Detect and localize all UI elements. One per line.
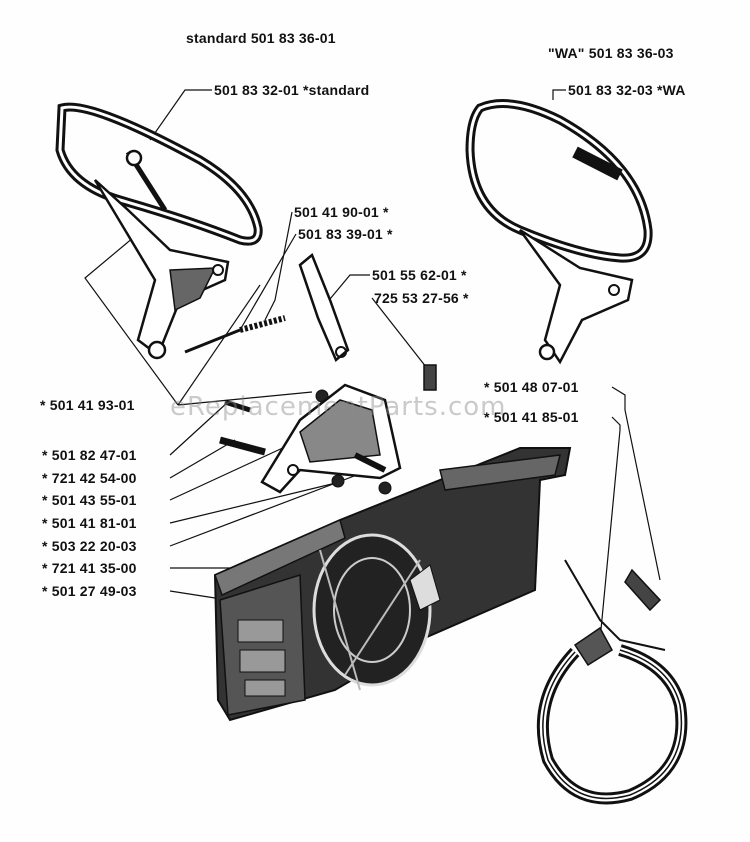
handguard-standard <box>55 102 286 360</box>
leader-501419301-b <box>177 284 261 406</box>
brake-band <box>536 559 688 805</box>
leader-501556201 <box>324 274 370 306</box>
label-501274903: * 501 27 49-03 <box>42 583 137 599</box>
label-503222003: * 503 22 20-03 <box>42 538 137 554</box>
leader-501418101 <box>169 481 341 524</box>
label-501833901: 501 83 39-01 * <box>298 226 393 242</box>
leader-501418501 <box>599 416 621 641</box>
label-handguard-standard: 501 83 32-01 *standard <box>214 82 370 98</box>
clutch-cover <box>213 447 572 722</box>
label-501419001: 501 41 90-01 * <box>294 204 389 220</box>
assembly-title-standard: standard 501 83 36-01 <box>186 30 336 46</box>
brake-lever <box>260 383 402 494</box>
label-501556201: 501 55 62-01 * <box>372 267 467 283</box>
label-handguard-wa: 501 83 32-03 *WA <box>568 82 686 98</box>
handguard-wa <box>465 99 653 365</box>
label-501419301: * 501 41 93-01 <box>40 397 135 413</box>
label-721413500: * 721 41 35-00 <box>42 560 137 576</box>
label-501435501: * 501 43 55-01 <box>42 492 137 508</box>
leader-501480701 <box>611 386 661 581</box>
watermark: eReplacementParts.com <box>170 392 507 422</box>
leader-handguard-wa <box>552 89 566 100</box>
leader-501274903 <box>169 590 216 599</box>
lever-parts <box>219 252 437 495</box>
label-721425400: * 721 42 54-00 <box>42 470 137 486</box>
leader-501435501 <box>169 439 301 501</box>
leader-501419001 <box>264 211 293 321</box>
leader-handguard-standard <box>149 89 212 141</box>
label-501418101: * 501 41 81-01 <box>42 515 137 531</box>
label-501824701: * 501 82 47-01 <box>42 447 137 463</box>
leader-501833901 <box>239 233 297 331</box>
label-501480701: * 501 48 07-01 <box>484 379 579 395</box>
leader-501824701 <box>169 401 229 456</box>
label-501418501: * 501 41 85-01 <box>484 409 579 425</box>
leader-721425400 <box>169 439 236 479</box>
leader-725532756 <box>371 297 431 373</box>
assembly-title-wa: "WA" 501 83 36-03 <box>548 45 674 61</box>
label-725532756: 725 53 27-56 * <box>374 290 469 306</box>
leader-501419301-a <box>84 231 179 406</box>
leader-501419301-c <box>177 391 313 406</box>
